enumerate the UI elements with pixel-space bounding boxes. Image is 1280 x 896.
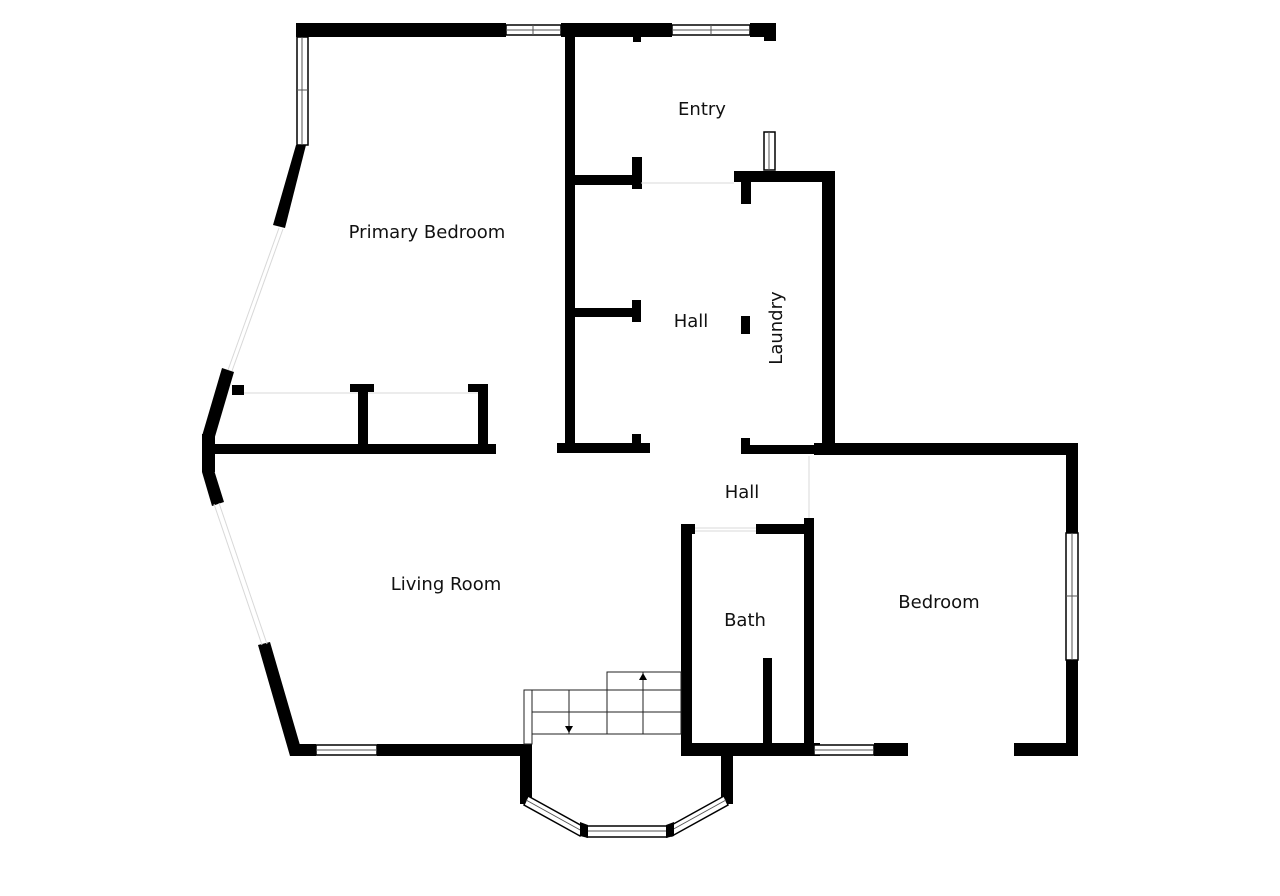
window-living-south — [315, 744, 378, 756]
wall-bath-top-right — [756, 524, 814, 534]
wall-top-right-stub — [764, 23, 776, 41]
stair-rail — [523, 689, 533, 745]
wall-bath-partition — [763, 658, 772, 750]
wall-top-middle — [561, 23, 672, 37]
window-bay-left — [523, 794, 585, 838]
wall-living-south-mid — [377, 744, 531, 756]
label-living-room: Living Room — [391, 574, 502, 595]
wall-closet-cap-2 — [468, 384, 488, 392]
wall-laundry-post-mid — [741, 316, 750, 334]
wall-bedroom-east-lower — [1066, 660, 1078, 756]
stair-arrow-down-icon — [565, 726, 573, 733]
opening-west-upper — [227, 227, 280, 371]
label-entry: Entry — [678, 99, 726, 120]
label-bath: Bath — [724, 610, 766, 631]
wall-closet-stub-a — [232, 385, 244, 395]
stair-upper-run — [606, 671, 682, 735]
window-bay-right — [667, 794, 729, 838]
wall-hall-closet — [565, 308, 641, 317]
label-laundry: Laundry — [766, 291, 787, 365]
wall-bedroom-top — [814, 443, 1078, 455]
wall-bath-west — [681, 524, 692, 756]
wall-west-lower — [202, 470, 224, 506]
window-bay-center — [586, 825, 668, 838]
wall-west-mid — [202, 368, 234, 440]
wall-living-south-left — [290, 744, 316, 756]
wall-bedroom-bottom-left — [874, 743, 908, 756]
wall-bedroom-living-divider — [202, 444, 496, 454]
wall-laundry-east — [822, 171, 835, 455]
wall-bedroom-west — [804, 518, 814, 756]
wall-closet-post-1 — [358, 385, 368, 445]
wall-hall-bottom-post — [632, 434, 641, 449]
wall-closet-cap-1 — [350, 384, 374, 392]
wall-central-vertical — [565, 37, 575, 450]
window-top-1 — [505, 24, 562, 36]
wall-bay-left — [520, 744, 532, 804]
stair-arrow-up-icon — [639, 673, 647, 680]
wall-top-left-stub — [296, 23, 310, 37]
wall-entry-hall-left — [565, 175, 641, 185]
opening-west-upper-b — [231, 228, 284, 372]
wall-bay-right — [721, 750, 733, 804]
walls — [202, 23, 1078, 804]
wall-entry-top-post — [633, 30, 641, 42]
wall-bedroom-bottom-right — [1014, 743, 1078, 756]
window-bedroom-east — [1065, 532, 1079, 661]
wall-laundry-top — [734, 171, 835, 182]
wall-entry-post-left — [632, 157, 642, 189]
wall-bay-joint-left — [580, 822, 588, 838]
wall-top-left — [296, 23, 506, 37]
opening-west-lower — [213, 503, 263, 646]
wall-laundry-post-top — [741, 171, 751, 204]
wall-southwest — [258, 642, 302, 756]
opening-west-lower-b — [218, 502, 268, 645]
label-hall-upper: Hall — [674, 311, 709, 332]
wall-hall-closet-post — [632, 300, 641, 322]
label-bedroom: Bedroom — [898, 592, 979, 613]
stairs — [523, 671, 682, 745]
wall-laundry-bottom — [741, 445, 831, 454]
label-hall-lower: Hall — [725, 482, 760, 503]
windows — [296, 24, 1079, 838]
wall-west-upper — [273, 145, 306, 228]
window-primary-north — [296, 36, 309, 146]
window-bath-south — [813, 744, 875, 756]
wall-hall-bottom-left — [557, 443, 650, 453]
openings — [213, 182, 810, 646]
label-primary-bedroom: Primary Bedroom — [349, 222, 506, 243]
wall-bay-right-join — [681, 744, 733, 756]
wall-closet-post-2 — [478, 385, 488, 445]
room-labels: Entry Primary Bedroom Hall Laundry Hall … — [349, 99, 980, 631]
window-top-2 — [671, 24, 751, 36]
window-entry — [763, 131, 776, 171]
wall-bedroom-east-upper — [1066, 443, 1078, 533]
wall-bay-joint-right — [666, 822, 674, 838]
